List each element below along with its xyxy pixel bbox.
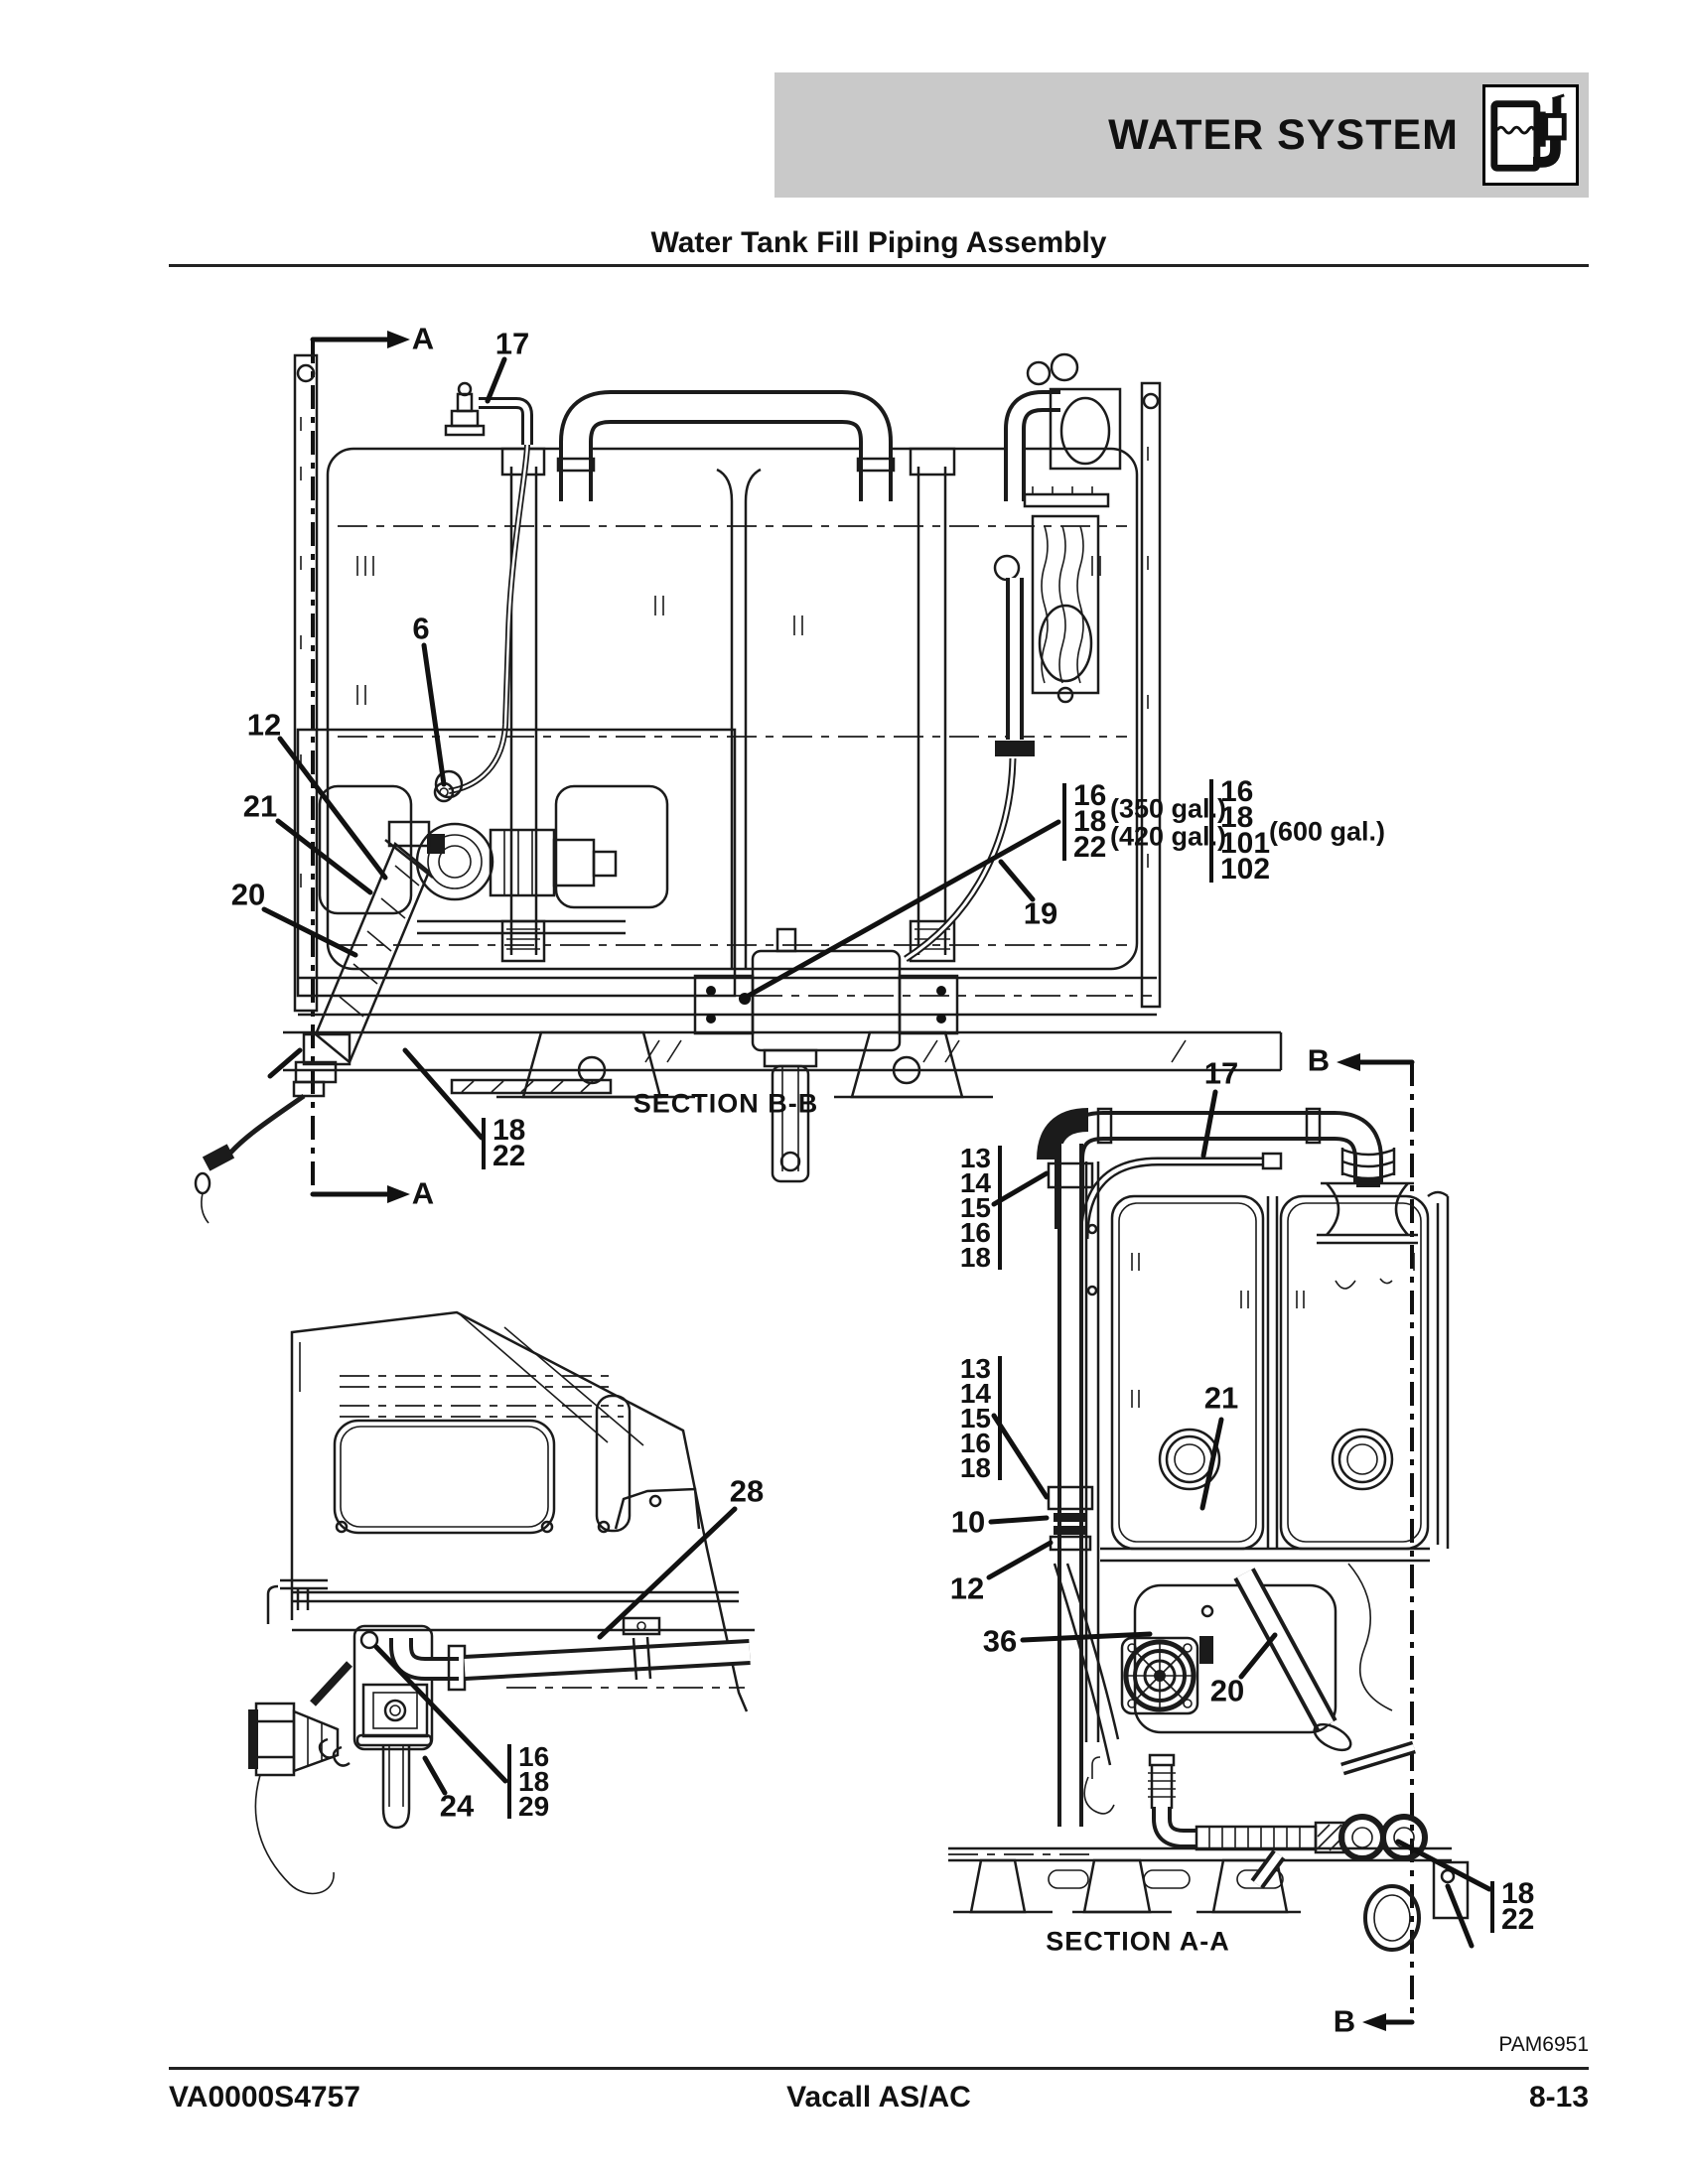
part-number: 22 (1501, 1903, 1535, 1936)
part-number: 101 (1220, 827, 1271, 860)
capacity-note-350: (350 gal.) (1110, 793, 1227, 824)
section-aa-drawing (948, 1053, 1475, 2031)
callout-10: 10 (950, 1504, 986, 1540)
callout-17: 17 (494, 326, 530, 361)
callout-leaders (261, 356, 1492, 1892)
callout-28: 28 (729, 1473, 765, 1509)
part-number: 15 (959, 1403, 991, 1433)
part-number: 102 (1220, 853, 1271, 886)
parts-group-fill-lower: 13 14 15 16 18 (933, 1353, 1002, 1483)
chapter-banner: WATER SYSTEM (774, 72, 1589, 198)
part-number: 16 (959, 1217, 991, 1248)
part-number: 22 (1073, 831, 1107, 864)
part-number: 18 (1220, 801, 1254, 834)
callout-21: 21 (242, 788, 278, 824)
model-name: Vacall AS/AC (786, 2081, 971, 2114)
parts-group-fill-upper: 13 14 15 16 18 (933, 1143, 1002, 1273)
front-fill-drawing (248, 1310, 755, 1895)
section-arrow-a-top: A (411, 321, 435, 356)
part-number: 16 (1220, 775, 1254, 808)
callout-24: 24 (439, 1788, 475, 1824)
part-number: 18 (1073, 805, 1107, 838)
section-arrow-b-top: B (1307, 1042, 1331, 1078)
part-number: 18 (492, 1114, 526, 1147)
part-number: 13 (959, 1353, 991, 1384)
part-number: 22 (492, 1140, 526, 1172)
page-number: 8-13 (1528, 2081, 1589, 2114)
callout-19: 19 (1023, 895, 1058, 931)
callout-20-aa: 20 (1209, 1673, 1245, 1708)
title-rule (169, 264, 1589, 267)
part-number: 18 (959, 1452, 991, 1483)
part-number: 14 (959, 1378, 991, 1409)
callout-12-aa: 12 (949, 1570, 985, 1606)
figure-reference: PAM6951 (1498, 2033, 1589, 2056)
chapter-title: WATER SYSTEM (1108, 110, 1459, 159)
section-arrow-a-bottom: A (411, 1175, 435, 1211)
part-number: 16 (518, 1741, 550, 1772)
parts-group-18-22-aa: 18 22 (1490, 1877, 1535, 1936)
part-number: 18 (959, 1242, 991, 1273)
callout-17-aa: 17 (1203, 1055, 1239, 1091)
part-number: 18 (518, 1766, 550, 1797)
callout-20: 20 (230, 877, 266, 912)
section-bb-label: SECTION B-B (633, 1088, 819, 1119)
part-number: 29 (518, 1791, 550, 1822)
callout-12: 12 (246, 707, 282, 743)
callout-6: 6 (412, 611, 430, 646)
part-number: 14 (959, 1167, 991, 1198)
section-arrow-b-bottom: B (1333, 2003, 1356, 2039)
part-number: 16 (959, 1428, 991, 1458)
callout-21-aa: 21 (1203, 1380, 1239, 1416)
parts-group-18-22-bb: 18 22 (482, 1114, 526, 1172)
document-number: VA0000S4757 (169, 2081, 360, 2114)
part-number: 13 (959, 1143, 991, 1173)
parts-group-16-18-29: 16 18 29 (507, 1741, 550, 1822)
page-title: Water Tank Fill Piping Assembly (650, 226, 1107, 259)
capacity-note-420: (420 gal.) (1110, 821, 1227, 852)
capacity-note-600: (600 gal.) (1269, 816, 1386, 847)
callout-36: 36 (982, 1623, 1018, 1659)
water-tank-fill-icon (1482, 84, 1579, 186)
parts-group-600: 16 18 101 102 (1209, 775, 1271, 886)
section-aa-label: SECTION A-A (1046, 1926, 1230, 1957)
parts-group-350-420: 16 18 22 (1062, 779, 1107, 864)
footer-rule (169, 2067, 1589, 2070)
part-number: 16 (1073, 779, 1107, 812)
part-number: 15 (959, 1192, 991, 1223)
part-number: 18 (1501, 1877, 1535, 1910)
